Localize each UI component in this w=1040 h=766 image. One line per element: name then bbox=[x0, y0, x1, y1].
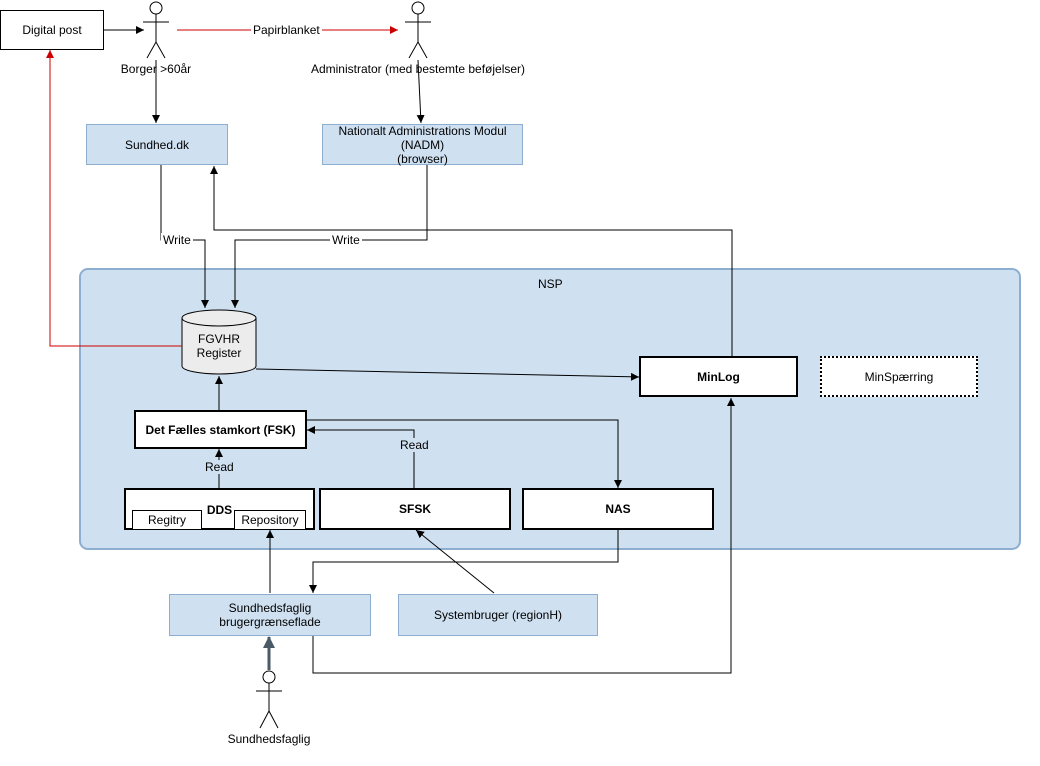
dds-label: DDS bbox=[206, 503, 233, 517]
sundhedsfaglig-ui-label-line1: Sundhedsfaglig bbox=[228, 601, 312, 615]
nadm-label-line1: Nationalt Administrations Modul bbox=[338, 123, 507, 138]
fgvhr-label-line2: Register bbox=[196, 346, 242, 360]
systembruger-box[interactable]: Systembruger (regionH) bbox=[398, 594, 598, 636]
minspaerring-label: MinSpærring bbox=[864, 369, 934, 384]
edge-administrator-nadm bbox=[416, 59, 425, 124]
fgvhr-label-line1: FGVHR bbox=[198, 332, 240, 346]
sundhed-dk-label: Sundhed.dk bbox=[124, 137, 190, 152]
minlog-box[interactable]: MinLog bbox=[639, 356, 798, 397]
edge-systembruger-sfsk bbox=[415, 529, 495, 594]
nadm-label-line3: (browser) bbox=[397, 151, 448, 166]
systembruger-label: Systembruger (regionH) bbox=[433, 608, 563, 622]
digital-post-box[interactable]: Digital post bbox=[0, 10, 104, 50]
actor-sundhedsfaglig-label: Sundhedsfaglig bbox=[227, 732, 311, 746]
nsp-label: NSP bbox=[538, 277, 563, 291]
registry-box[interactable]: Regitry bbox=[132, 510, 202, 530]
fgvhr-register-label[interactable]: FGVHR Register bbox=[182, 330, 256, 362]
sundhed-dk-box[interactable]: Sundhed.dk bbox=[86, 124, 228, 165]
sundhedsfaglig-ui-box[interactable]: Sundhedsfaglig brugergrænseflade bbox=[169, 594, 371, 636]
fsk-box[interactable]: Det Fælles stamkort (FSK) bbox=[134, 410, 307, 449]
edge-fgvhr-digitalpost bbox=[46, 50, 182, 347]
sundhedsfaglig-ui-label-line2: brugergrænseflade bbox=[219, 615, 321, 629]
sfsk-label: SFSK bbox=[398, 502, 431, 516]
nsp-container bbox=[79, 268, 1021, 550]
edge-nas-sundhedsfaglig-ui bbox=[309, 530, 619, 593]
fgvhr-register-cylinder bbox=[181, 309, 257, 375]
nadm-box[interactable]: Nationalt Administrations Modul (NADM) (… bbox=[322, 123, 523, 166]
digital-post-label: Digital post bbox=[22, 23, 82, 37]
edge-fsk-nas bbox=[307, 419, 622, 488]
edge-sfsk-fsk bbox=[307, 426, 415, 488]
fsk-label: Det Fælles stamkort (FSK) bbox=[145, 422, 296, 437]
sfsk-box[interactable]: SFSK bbox=[319, 488, 511, 530]
minspaerring-box[interactable]: MinSpærring bbox=[820, 356, 978, 397]
actor-sundhedsfaglig-figure bbox=[256, 670, 282, 729]
edge-ui-minlog bbox=[312, 398, 735, 674]
edge-label-write-sundheddk: Write bbox=[161, 233, 193, 247]
actor-borger-label: Borger >60år bbox=[120, 62, 192, 76]
edge-label-read-dds: Read bbox=[203, 460, 236, 474]
edge-label-write-nadm: Write bbox=[330, 233, 362, 247]
minlog-label: MinLog bbox=[697, 369, 740, 384]
actor-administrator-label: Administrator (med bestemte beføjelser) bbox=[310, 62, 526, 76]
registry-label: Regitry bbox=[147, 513, 186, 527]
nadm-label-line2: (NADM) bbox=[400, 137, 445, 152]
nas-box[interactable]: NAS bbox=[522, 488, 714, 530]
nas-label: NAS bbox=[605, 502, 631, 516]
edge-fgvhr-minlog bbox=[255, 368, 640, 381]
repository-label: Repository bbox=[241, 513, 299, 527]
edge-label-papirblanket: Papirblanket bbox=[251, 23, 322, 37]
actor-borger-figure bbox=[143, 1, 169, 59]
edge-minlog-sundheddk bbox=[210, 166, 733, 356]
repository-box[interactable]: Repository bbox=[234, 510, 306, 530]
edge-label-read-sfsk: Read bbox=[398, 438, 431, 452]
actor-administrator-figure bbox=[405, 1, 431, 59]
